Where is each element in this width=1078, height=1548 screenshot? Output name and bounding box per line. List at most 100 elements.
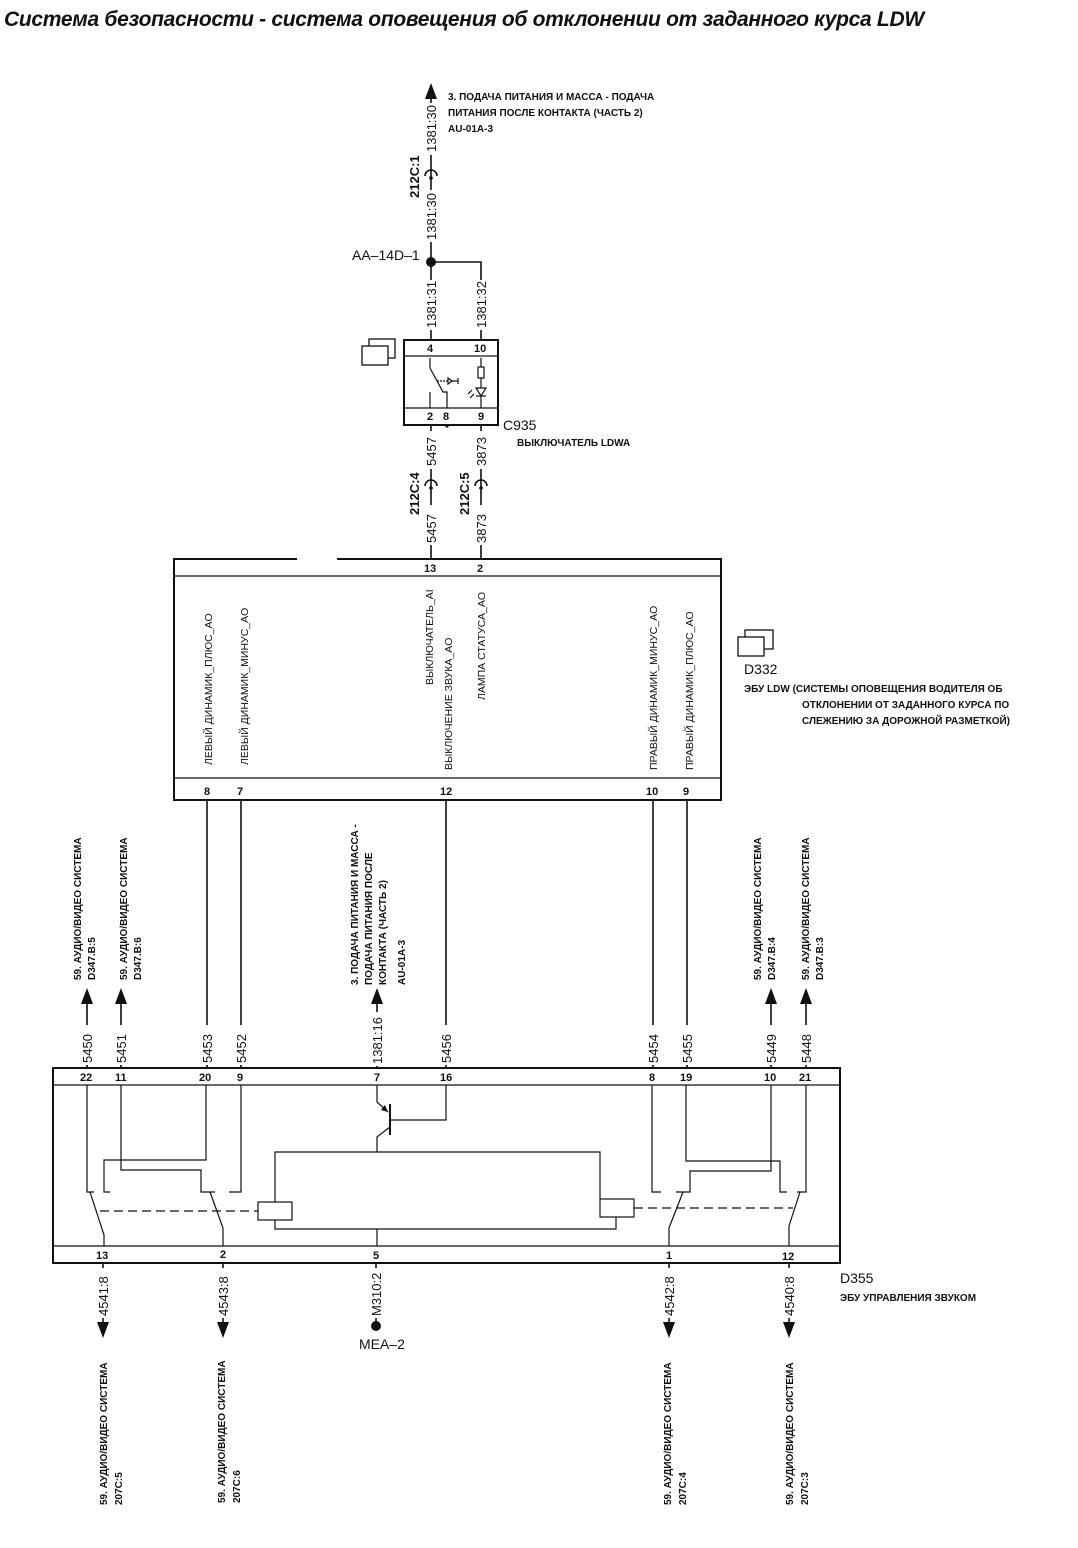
d332-name-line-3: СЛЕЖЕНИЮ ЗА ДОРОЖНОЙ РАЗМЕТКОЙ) (802, 714, 1010, 727)
top-feed: 3. ПОДАЧА ПИТАНИЯ И МАССА - ПОДАЧА ПИТАН… (352, 83, 654, 340)
av-ref: D347.B:3 (815, 937, 826, 980)
av-down-feed: 4542:8 59. АУДИО/ВИДЕО СИСТЕМА 207C:4 (661, 1263, 689, 1505)
d332-pin-8: 8 (204, 786, 210, 798)
wire-label-5453: 5453 (200, 1034, 215, 1063)
wire-label-1381-32: 1381:32 (474, 281, 489, 328)
module-icon (361, 338, 396, 366)
av-ref: 207C:4 (678, 1472, 689, 1505)
d355-pin-21: 21 (799, 1072, 811, 1084)
wire-label: 5451 (114, 1034, 129, 1063)
connector-icon (474, 479, 488, 487)
av-ref: 207C:3 (800, 1472, 811, 1505)
arrow-down-icon (217, 1322, 229, 1338)
wire-label-1381-30-lower: 1381:30 (424, 193, 439, 240)
d332-name-line-1: ЭБУ LDW (СИСТЕМЫ ОПОВЕЩЕНИЯ ВОДИТЕЛЯ ОБ (744, 684, 1003, 695)
d355-id: D355 (840, 1270, 874, 1286)
wire-label: 4543:8 (216, 1276, 231, 1316)
c935-name: ВЫКЛЮЧАТЕЛЬ LDWA (517, 438, 630, 449)
d332-pin-12: 12 (440, 786, 452, 798)
wire-label-5457-upper: 5457 (424, 437, 439, 466)
splice-label: AA–14D–1 (352, 247, 420, 263)
arrow-up-icon (81, 988, 93, 1004)
wire-label-1381-30-upper: 1381:30 (424, 105, 439, 152)
av-label: 59. АУДИО/ВИДЕО СИСТЕМА (217, 1360, 228, 1503)
top-feed-line-1: 3. ПОДАЧА ПИТАНИЯ И МАССА - ПОДАЧА (448, 92, 654, 103)
d332-name-line-2: ОТКЛОНЕНИИ ОТ ЗАДАННОГО КУРСА ПО (802, 700, 1009, 711)
arrow-up-icon (800, 988, 812, 1004)
ground-feed: M310:2 MEA–2 (359, 1263, 405, 1352)
d332-pin-7: 7 (237, 786, 243, 798)
connector-icon (424, 479, 438, 487)
signal-right-plus: ПРАВЫЙ ДИНАМИК_ПЛЮС_AO (683, 611, 696, 770)
d355-pin-12: 12 (782, 1251, 794, 1263)
av-label: 59. АУДИО/ВИДЕО СИСТЕМА (119, 837, 130, 980)
d332-pin-10: 10 (646, 786, 658, 798)
wire-label-5455: 5455 (680, 1034, 695, 1063)
connector-212c-4: 212C:4 (407, 472, 422, 515)
wire-label: 4542:8 (662, 1276, 677, 1316)
c935-id: C935 (503, 417, 537, 433)
d355-pin-19: 19 (680, 1072, 692, 1084)
c935-pin-2: 2 (427, 411, 433, 423)
ground-dot-icon (371, 1321, 381, 1331)
av-label: 59. АУДИО/ВИДЕО СИСТЕМА (73, 837, 84, 980)
av-up-feed: 5450 59. АУДИО/ВИДЕО СИСТЕМА D347.B:5 (73, 837, 98, 1068)
wire-label-3873-upper: 3873 (474, 437, 489, 466)
d332-id: D332 (744, 661, 778, 677)
d332-pin-2: 2 (477, 563, 483, 575)
mid-feed-line-4: AU-01A-3 (397, 940, 408, 985)
left-relay-contacts-icon (86, 1085, 258, 1246)
ground-label: MEA–2 (359, 1336, 405, 1352)
d355-pin-8: 8 (649, 1072, 655, 1084)
av-down-feed: 4541:8 59. АУДИО/ВИДЕО СИСТЕМА 207C:5 (95, 1263, 125, 1505)
c935-pin-4: 4 (427, 343, 434, 355)
c935-pin-8: 8 (443, 411, 449, 423)
wire-label-5456: 5456 (439, 1034, 454, 1063)
av-down-feed: 4543:8 59. АУДИО/ВИДЕО СИСТЕМА 207C:6 (215, 1263, 243, 1503)
wire-label-5454: 5454 (646, 1034, 661, 1063)
signal-right-minus: ПРАВЫЙ ДИНАМИК_МИНУС_AO (647, 606, 660, 770)
connector-212c-5: 212C:5 (457, 472, 472, 515)
module-icon (737, 629, 774, 657)
arrow-up-icon (765, 988, 777, 1004)
d355-pin-13: 13 (96, 1250, 108, 1262)
d355-pin-1: 1 (666, 1250, 672, 1262)
signal-left-plus: ЛЕВЫЙ ДИНАМИК_ПЛЮС_AO (202, 613, 215, 765)
switch-contact-icon (429, 358, 459, 408)
av-down-feed: 4540:8 59. АУДИО/ВИДЕО СИСТЕМА 207C:3 (781, 1263, 811, 1505)
av-ref: 207C:6 (232, 1470, 243, 1503)
c935-box (403, 339, 499, 426)
connector-212c-1: 212C:1 (407, 155, 422, 198)
av-label: 59. АУДИО/ВИДЕО СИСТЕМА (663, 1362, 674, 1505)
d355-ecu: 22 11 20 9 7 16 8 19 10 21 13 2 5 1 12 (52, 1067, 976, 1304)
right-relay-contacts-icon (634, 1085, 807, 1246)
d355-pin-10: 10 (764, 1072, 776, 1084)
d332-pin-13: 13 (424, 563, 436, 575)
d355-pin-16: 16 (440, 1072, 452, 1084)
d355-name: ЭБУ УПРАВЛЕНИЯ ЗВУКОМ (840, 1293, 976, 1304)
page-title: Система безопасности - система оповещени… (4, 8, 924, 31)
av-label: 59. АУДИО/ВИДЕО СИСТЕМА (801, 837, 812, 980)
wire-label-3873-lower: 3873 (474, 514, 489, 543)
wire-label: 4541:8 (96, 1276, 111, 1316)
signal-switch-ai: ВЫКЛЮЧАТЕЛЬ_AI (424, 589, 436, 685)
wire-label-1381-31: 1381:31 (424, 281, 439, 328)
arrow-down-icon (783, 1322, 795, 1338)
left-relay-coil-icon (257, 1201, 293, 1221)
arrow-down-icon (97, 1322, 109, 1338)
d355-box (52, 1067, 841, 1264)
wire-label-m310-2: M310:2 (369, 1273, 384, 1316)
c935-pin-10: 10 (474, 343, 486, 355)
mid-feed: 1381:16 3. ПОДАЧА ПИТАНИЯ И МАССА - ПОДА… (350, 824, 408, 1068)
d355-pin-5: 5 (373, 1250, 379, 1262)
transistor-icon (376, 1085, 447, 1152)
av-ref: D347.B:4 (767, 937, 778, 980)
mid-feed-line-2: ПОДАЧА ПИТАНИЯ ПОСЛЕ (364, 852, 375, 985)
wire-label-1381-16: 1381:16 (370, 1017, 385, 1064)
d355-pin-20: 20 (199, 1072, 211, 1084)
av-ref: 207C:5 (114, 1472, 125, 1505)
av-ref: D347.B:5 (87, 937, 98, 980)
c935-switch: 4 10 2 8 9 (361, 338, 630, 560)
